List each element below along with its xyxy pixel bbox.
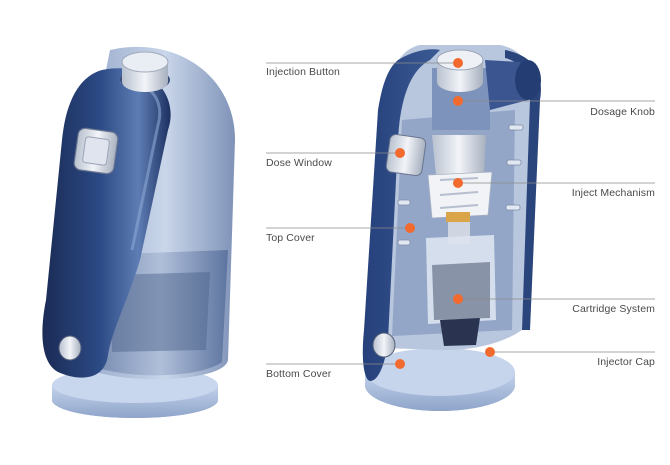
label-inject-mechanism: Inject Mechanism bbox=[571, 187, 655, 199]
label-bottom-cover: Bottom Cover bbox=[266, 368, 332, 380]
dosage-knob-wheel bbox=[515, 60, 541, 100]
mechanism-spring-housing bbox=[427, 171, 493, 219]
marker-injector-cap bbox=[485, 347, 495, 357]
cutaway-right-edge bbox=[505, 50, 541, 330]
part-markers bbox=[395, 58, 495, 369]
cutaway-front-edge bbox=[362, 49, 440, 381]
leader-lines bbox=[266, 62, 655, 365]
release-button bbox=[58, 335, 82, 361]
marker-bottom-cover bbox=[395, 359, 405, 369]
internal-shadow bbox=[110, 272, 210, 352]
injection-button-top bbox=[121, 51, 169, 73]
mechanism-upper bbox=[432, 135, 486, 175]
label-injector-cap: Injector Cap bbox=[597, 356, 655, 368]
marker-cartridge-system bbox=[453, 294, 463, 304]
marker-dose-window bbox=[395, 148, 405, 158]
label-injection-button: Injection Button bbox=[266, 66, 340, 78]
assembled-injector bbox=[42, 46, 235, 418]
marker-top-cover bbox=[405, 223, 415, 233]
cutaway-release-button bbox=[372, 332, 396, 358]
cutaway-injector bbox=[362, 45, 541, 411]
marker-injection-button bbox=[453, 58, 463, 68]
marker-dosage-knob bbox=[453, 96, 463, 106]
cartridge-needle-hub bbox=[440, 318, 480, 346]
mount-pins bbox=[397, 124, 524, 246]
cartridge-contents bbox=[432, 262, 490, 320]
cutaway-dose-window bbox=[385, 133, 427, 177]
mechanism-brass-ring bbox=[446, 212, 470, 222]
label-dose-window: Dose Window bbox=[266, 157, 332, 169]
label-top-cover: Top Cover bbox=[266, 232, 315, 244]
label-cartridge-system: Cartridge System bbox=[572, 303, 655, 315]
marker-inject-mechanism bbox=[453, 178, 463, 188]
front-band bbox=[42, 68, 171, 378]
dose-window-face bbox=[82, 136, 110, 166]
label-dosage-knob: Dosage Knob bbox=[590, 106, 655, 118]
